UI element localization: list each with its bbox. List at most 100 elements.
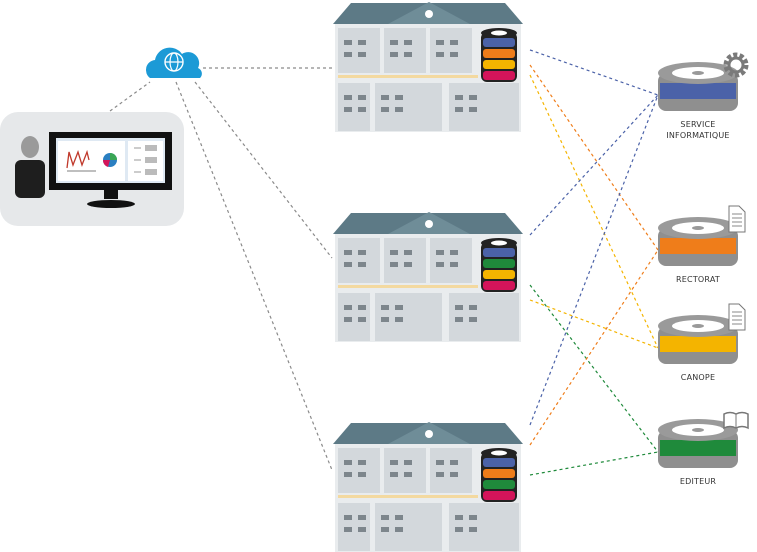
classroom bbox=[384, 238, 426, 283]
computer-icon bbox=[344, 95, 352, 100]
computer-icon bbox=[358, 52, 366, 57]
computer-icon bbox=[344, 515, 352, 520]
cloud-globe-icon[interactable] bbox=[145, 47, 202, 78]
computer-icon bbox=[395, 515, 403, 520]
school-building[interactable] bbox=[333, 2, 523, 132]
clock-icon bbox=[425, 10, 433, 18]
computer-icon bbox=[404, 472, 412, 477]
computer-icon bbox=[395, 317, 403, 322]
computer-icon bbox=[381, 95, 389, 100]
computer-icon bbox=[469, 515, 477, 520]
computer-icon bbox=[436, 40, 444, 45]
computer-icon bbox=[344, 305, 352, 310]
computer-icon bbox=[395, 305, 403, 310]
computer-icon bbox=[344, 40, 352, 45]
computer-icon bbox=[450, 40, 458, 45]
database-layer-magenta bbox=[483, 71, 515, 80]
database-layer-orange bbox=[483, 469, 515, 478]
computer-icon bbox=[358, 305, 366, 310]
computer-icon bbox=[404, 460, 412, 465]
service-label: CANOPE bbox=[681, 373, 715, 382]
computer-icon bbox=[455, 305, 463, 310]
computer-icon bbox=[358, 40, 366, 45]
computer-icon bbox=[358, 472, 366, 477]
user-icon bbox=[15, 136, 45, 198]
connection-lines bbox=[109, 49, 659, 476]
computer-icon bbox=[469, 107, 477, 112]
computer-icon bbox=[436, 472, 444, 477]
link-school-2-yellow bbox=[529, 299, 659, 349]
classroom bbox=[338, 28, 380, 73]
computer-icon bbox=[455, 515, 463, 520]
database-layer-blue bbox=[483, 458, 515, 467]
computer-icon bbox=[390, 472, 398, 477]
service-label: EDITEUR bbox=[680, 477, 717, 486]
link-user-cloud bbox=[109, 81, 151, 112]
computer-icon bbox=[358, 250, 366, 255]
link-school-1-yellow bbox=[529, 74, 659, 349]
computer-icon bbox=[358, 527, 366, 532]
service-label: SERVICE bbox=[680, 120, 715, 129]
service-canope[interactable]: CANOPE bbox=[658, 303, 746, 382]
computer-icon bbox=[450, 262, 458, 267]
computer-icon bbox=[358, 515, 366, 520]
classroom bbox=[338, 238, 380, 283]
computer-icon bbox=[450, 472, 458, 477]
computer-icon bbox=[395, 107, 403, 112]
link-school-2-blue bbox=[529, 94, 659, 236]
computer-icon bbox=[450, 52, 458, 57]
link-school-3-orange bbox=[529, 249, 659, 446]
database-layer-yellow bbox=[483, 270, 515, 279]
computer-icon bbox=[358, 107, 366, 112]
service-editeur[interactable]: EDITEUR bbox=[658, 411, 749, 487]
computer-icon bbox=[358, 95, 366, 100]
disk-band bbox=[660, 83, 736, 99]
link-school-2-green bbox=[529, 284, 659, 453]
service-rectorat[interactable]: RECTORAT bbox=[658, 205, 746, 284]
database-layer-green bbox=[483, 480, 515, 489]
service-service-informatique[interactable]: SERVICE INFORMATIQUE bbox=[658, 52, 749, 140]
classroom bbox=[430, 448, 472, 493]
computer-icon bbox=[450, 250, 458, 255]
computer-icon bbox=[344, 460, 352, 465]
computer-icon bbox=[344, 317, 352, 322]
database-layer-green bbox=[483, 259, 515, 268]
computer-icon bbox=[436, 52, 444, 57]
monitor-icon bbox=[49, 132, 172, 208]
computer-icon bbox=[344, 250, 352, 255]
database-layer-orange bbox=[483, 49, 515, 58]
computer-icon bbox=[455, 317, 463, 322]
computer-icon bbox=[436, 262, 444, 267]
computer-icon bbox=[455, 95, 463, 100]
school-building[interactable] bbox=[333, 212, 523, 342]
disk-band bbox=[660, 440, 736, 456]
school-building[interactable] bbox=[333, 422, 523, 552]
database-layer-blue bbox=[483, 248, 515, 257]
service-label: INFORMATIQUE bbox=[666, 131, 729, 140]
classroom bbox=[384, 448, 426, 493]
clock-icon bbox=[425, 430, 433, 438]
computer-icon bbox=[381, 527, 389, 532]
computer-icon bbox=[344, 472, 352, 477]
computer-icon bbox=[450, 460, 458, 465]
computer-icon bbox=[404, 262, 412, 267]
computer-icon bbox=[404, 250, 412, 255]
computer-icon bbox=[390, 262, 398, 267]
link-school-3-blue bbox=[529, 94, 659, 426]
computer-icon bbox=[358, 460, 366, 465]
computer-icon bbox=[404, 40, 412, 45]
service-label: RECTORAT bbox=[676, 275, 720, 284]
document-icon bbox=[728, 205, 746, 233]
database-layer-yellow bbox=[483, 60, 515, 69]
computer-icon bbox=[390, 40, 398, 45]
computer-icon bbox=[381, 317, 389, 322]
disk-band bbox=[660, 336, 736, 352]
computer-icon bbox=[390, 250, 398, 255]
classroom bbox=[384, 28, 426, 73]
link-school-3-green bbox=[529, 451, 659, 476]
computer-icon bbox=[469, 317, 477, 322]
computer-icon bbox=[344, 527, 352, 532]
computer-icon bbox=[395, 95, 403, 100]
classroom bbox=[430, 28, 472, 73]
